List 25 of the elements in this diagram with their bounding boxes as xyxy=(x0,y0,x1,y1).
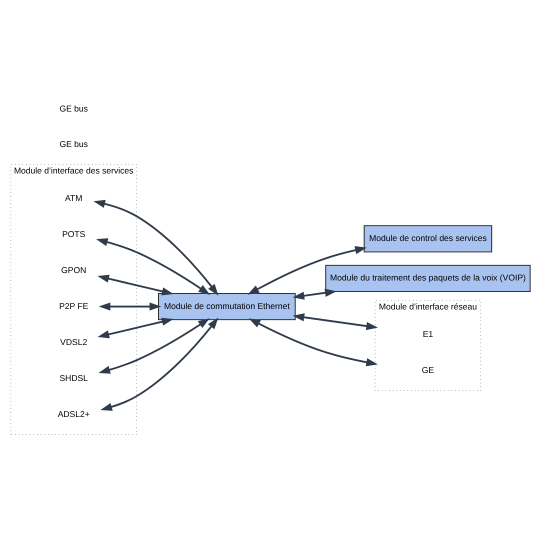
arrow xyxy=(248,246,367,294)
node-text: P2P FE xyxy=(59,300,88,310)
arrow xyxy=(248,318,378,366)
label: GE bus xyxy=(59,103,88,114)
node-text: POTS xyxy=(62,228,86,238)
node-text: GE xyxy=(422,364,434,374)
node-text: ADSL2+ xyxy=(58,408,90,418)
arrow xyxy=(292,288,337,300)
arrow xyxy=(98,302,162,310)
node-box: Module du traitement des paquets de la voix (VOIP) xyxy=(325,264,531,292)
node-text: E1 xyxy=(422,328,434,338)
arrow xyxy=(98,317,174,338)
node-text: ATM xyxy=(65,192,82,202)
node-text: GPON xyxy=(61,264,86,274)
arrow xyxy=(96,238,210,294)
arrow xyxy=(97,274,174,295)
arrow xyxy=(292,312,378,330)
label: GE bus xyxy=(59,138,88,149)
node-text: SHDSL xyxy=(59,372,88,382)
node-box: Module de commutation Ethernet xyxy=(158,292,296,320)
arrow xyxy=(93,199,218,296)
arrow xyxy=(98,318,210,374)
node-box: Module de control des services xyxy=(364,224,492,252)
arrow xyxy=(100,317,218,410)
node-text: VDSL2 xyxy=(60,336,88,346)
